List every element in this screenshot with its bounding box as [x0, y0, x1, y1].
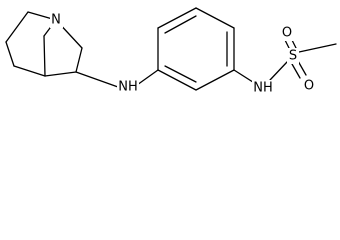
ring-double-bond-3	[164, 65, 197, 83]
ring-bond-6	[157, 69, 197, 91]
bond-s-o-bottom-b	[297, 60, 307, 76]
ring-bond-3	[195, 7, 235, 29]
ring-double-bond-1	[164, 15, 197, 34]
atom-nh-amine: NH	[118, 80, 138, 95]
atom-oxygen-top: O	[282, 26, 292, 41]
atom-sulfur: S	[289, 49, 297, 64]
bond-cage-left-2	[5, 41, 15, 67]
bond-bridgehead-left	[13, 65, 46, 77]
ring-bond-5	[195, 69, 235, 91]
chemical-structure-diagram: N NH NH S O O	[5, 7, 337, 96]
ring-bond-2	[157, 7, 197, 29]
bond-s-o-bottom-a	[291, 63, 301, 79]
bond-cage-left-1	[5, 11, 29, 43]
atom-oxygen-bottom: O	[304, 79, 314, 94]
bond-cage-back	[43, 35, 46, 77]
atom-n-quinuclidine: N	[51, 13, 61, 28]
amine-linker	[75, 69, 159, 88]
bond-cage-nh	[75, 71, 119, 88]
quinuclidine-ring	[5, 11, 83, 77]
bond-nh-s	[269, 61, 288, 81]
benzene-ring	[157, 7, 235, 91]
bond-chnh-bridgehead	[44, 71, 77, 77]
sulfonamide-group	[233, 37, 337, 85]
atom-labels: N NH NH S O O	[50, 12, 316, 96]
atom-nh-sulfonamide: NH	[253, 81, 273, 96]
bond-nh-phenyl	[136, 69, 159, 86]
bond-ch2-chnh	[75, 47, 83, 73]
bond-s-methyl	[298, 43, 337, 53]
